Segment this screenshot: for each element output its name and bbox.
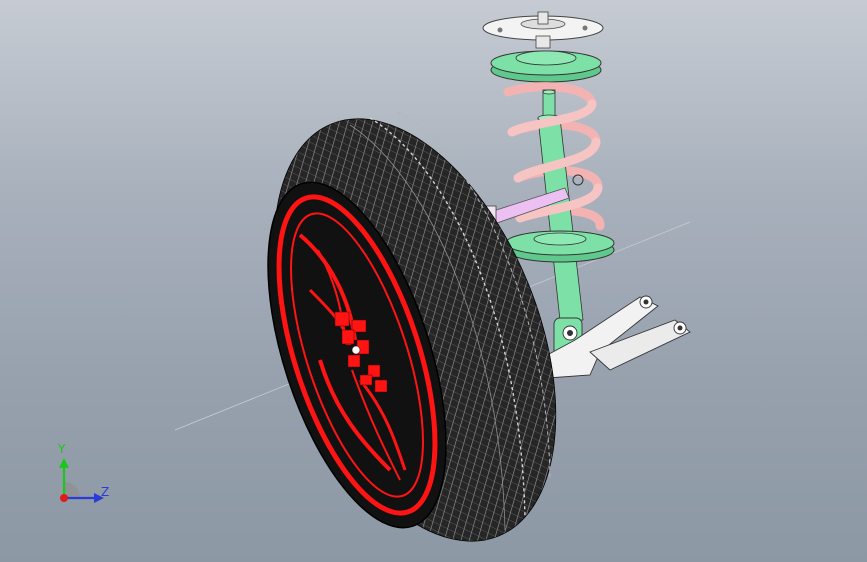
hub bbox=[334, 311, 388, 393]
axis-triad: Y Z bbox=[42, 436, 122, 516]
top-mount[interactable] bbox=[482, 11, 604, 49]
triad-graphic bbox=[59, 458, 104, 503]
y-axis-label: Y bbox=[58, 442, 66, 456]
coil-spring-front bbox=[507, 99, 603, 223]
spring-end-eye bbox=[572, 174, 584, 186]
spring-seat-lower[interactable] bbox=[505, 230, 615, 263]
z-axis-label: Z bbox=[101, 485, 110, 499]
rim[interactable] bbox=[232, 161, 482, 548]
spring-seat-upper[interactable] bbox=[490, 50, 602, 83]
